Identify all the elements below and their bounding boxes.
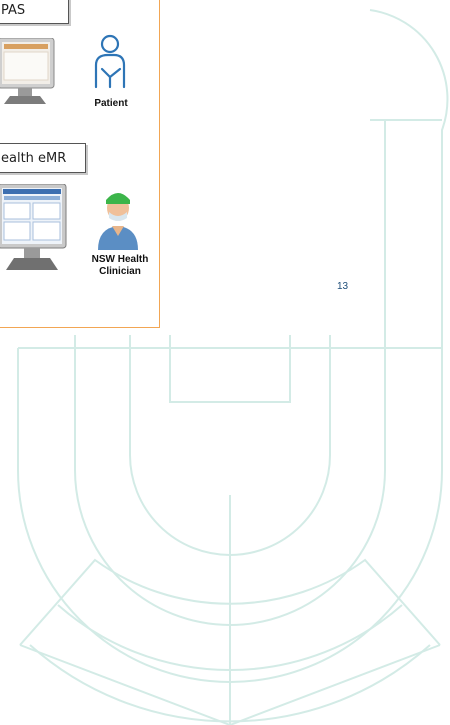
pas-label-text: PAS bbox=[1, 3, 25, 18]
emr-label-text: ealth eMR bbox=[1, 151, 66, 166]
page-number: 13 bbox=[337, 281, 348, 292]
emr-monitor-icon bbox=[0, 184, 70, 274]
pas-monitor-icon bbox=[0, 38, 62, 108]
clinician-caption: NSW Health Clinician bbox=[80, 254, 160, 278]
patient-caption: Patient bbox=[82, 98, 140, 110]
emr-system-label: ealth eMR bbox=[0, 143, 86, 173]
patient-icon bbox=[88, 33, 132, 91]
clinician-caption-line2: Clinician bbox=[80, 266, 160, 278]
clinician-caption-line1: NSW Health bbox=[80, 254, 160, 266]
clinician-icon bbox=[94, 186, 142, 250]
pas-system-label: PAS bbox=[0, 0, 69, 24]
